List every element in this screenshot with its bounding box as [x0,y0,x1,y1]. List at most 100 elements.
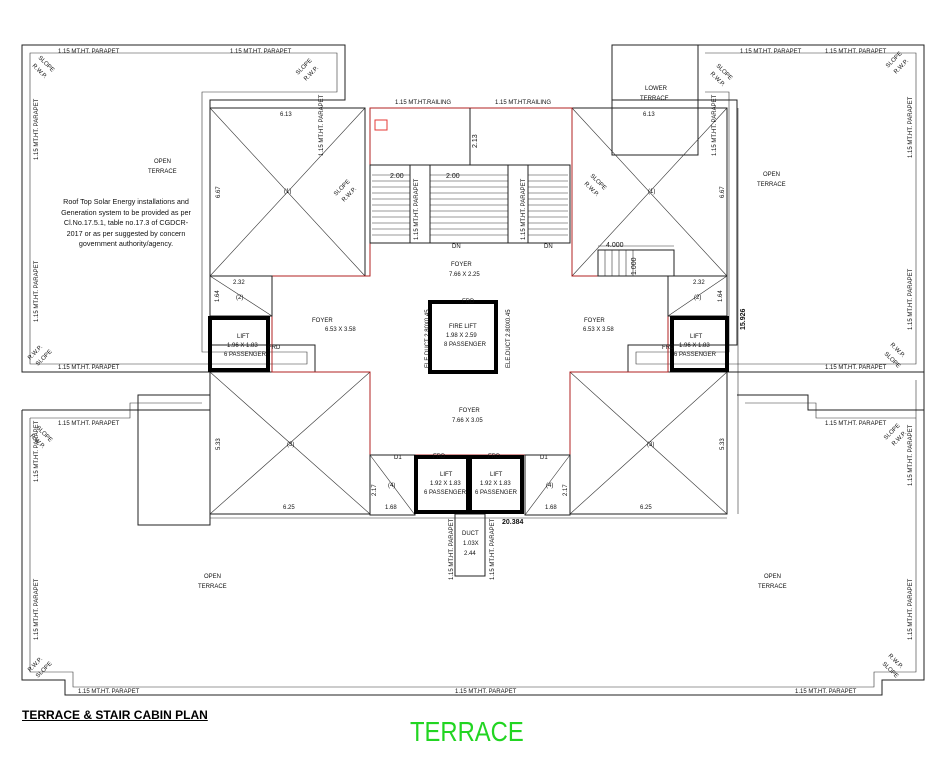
parapet-label: 1.15 MT.HT. PARAPET [34,420,40,482]
svg-text:2.44: 2.44 [464,551,476,557]
svg-text:(4): (4) [388,483,395,489]
svg-text:1.96 X 1.83: 1.96 X 1.83 [227,343,258,349]
svg-text:1.96 X 1.83: 1.96 X 1.83 [679,343,710,349]
parapet-label: 1.15 MT.HT. PARAPET [712,94,718,156]
svg-text:FIRE LIFT: FIRE LIFT [449,324,477,330]
dimension-texts: 6.13 6.13 6.67 6.67 2.32 2.32 1.64 1.64 … [215,112,747,526]
svg-text:6.67: 6.67 [216,186,222,198]
railing-label: 1.15 MT.HT.RAILING [395,100,451,106]
svg-text:LOWER: LOWER [645,86,668,92]
svg-text:FOYER: FOYER [459,408,480,414]
parapet-label: 1.15 MT.HT. PARAPET [908,268,914,330]
svg-text:1.92 X 1.83: 1.92 X 1.83 [430,481,461,487]
svg-text:OPEN: OPEN [763,172,780,178]
railing-label: 1.15 MT.HT.RAILING [495,100,551,106]
svg-text:6 PASSENGER: 6 PASSENGER [674,352,717,358]
svg-text:DN: DN [452,244,461,250]
svg-text:D1: D1 [540,455,548,461]
svg-text:6.25: 6.25 [283,505,295,511]
parapet-label: 1.15 MT.HT. PARAPET [230,49,292,55]
svg-text:DN: DN [544,244,553,250]
parapet-label: 1.15 MT.HT. PARAPET [825,421,887,427]
parapet-labels: 1.15 MT.HT. PARAPET 1.15 MT.HT. PARAPET … [34,49,914,695]
svg-text:FOYER: FOYER [451,262,472,268]
svg-text:20.384: 20.384 [502,519,524,526]
svg-text:1.03X: 1.03X [463,541,479,547]
parapet-label: 1.15 MT.HT. PARAPET [34,260,40,322]
svg-text:(2): (2) [694,295,701,301]
svg-text:6.13: 6.13 [643,112,655,118]
parapet-label: 1.15 MT.HT. PARAPET [78,689,140,695]
open-terrace-labels: OPEN TERRACE OPEN TERRACE OPEN TERRACE O… [148,86,787,590]
svg-text:FOYER: FOYER [584,318,605,324]
svg-text:1.68: 1.68 [545,505,557,511]
svg-text:(1): (1) [648,189,655,195]
svg-text:LIFT: LIFT [440,472,453,478]
parapet-label: 1.15 MT.HT. PARAPET [449,518,455,580]
svg-text:TERRACE: TERRACE [757,182,786,188]
svg-text:ELE.DUCT 2.80X0.45: ELE.DUCT 2.80X0.45 [506,309,512,368]
parapet-label: 1.15 MT.HT. PARAPET [740,49,802,55]
svg-text:1.98 X 2.59: 1.98 X 2.59 [446,333,477,339]
svg-text:6.53 X 3.58: 6.53 X 3.58 [325,327,356,333]
svg-text:OPEN: OPEN [154,159,171,165]
svg-text:TERRACE: TERRACE [198,584,227,590]
parapet-label: 1.15 MT.HT. PARAPET [34,98,40,160]
svg-text:1.64: 1.64 [215,290,221,302]
svg-text:2.00: 2.00 [390,173,404,180]
parapet-label: 1.15 MT.HT. PARAPET [825,365,887,371]
parapet-label: 1.15 MT.HT. PARAPET [908,424,914,486]
svg-text:OPEN: OPEN [204,574,221,580]
svg-text:1.68: 1.68 [385,505,397,511]
svg-text:8 PASSENGER: 8 PASSENGER [444,342,487,348]
svg-text:6.53 X 3.58: 6.53 X 3.58 [583,327,614,333]
svg-text:1.64: 1.64 [718,290,724,302]
svg-text:(3): (3) [287,442,294,448]
outer-parapet-outline [21,44,925,696]
svg-text:LIFT: LIFT [237,334,250,340]
svg-text:OPEN: OPEN [764,574,781,580]
parapet-label: 1.15 MT.HT. PARAPET [319,94,325,156]
railing-label: 1.15 MT.HT. PARAPET [414,178,420,240]
svg-text:FRD: FRD [488,454,501,460]
svg-text:6 PASSENGER: 6 PASSENGER [224,352,267,358]
parapet-label: 1.15 MT.HT. PARAPET [34,578,40,640]
svg-text:2.32: 2.32 [233,280,245,286]
railing-label: 1.15 MT.HT. PARAPET [521,178,527,240]
svg-text:TERRACE: TERRACE [758,584,787,590]
svg-text:2.17: 2.17 [563,484,569,496]
svg-text:6.25: 6.25 [640,505,652,511]
drawing-title: TERRACE & STAIR CABIN PLAN [22,708,208,722]
svg-text:ELE.DUCT 2.80X0.45: ELE.DUCT 2.80X0.45 [425,309,431,368]
svg-text:5.33: 5.33 [216,438,222,450]
svg-text:2.00: 2.00 [446,173,460,180]
svg-text:2.32: 2.32 [693,280,705,286]
svg-text:LIFT: LIFT [690,334,703,340]
svg-text:15.926: 15.926 [740,308,747,330]
svg-text:(4): (4) [546,483,553,489]
svg-text:2.17: 2.17 [372,484,378,496]
svg-text:6.67: 6.67 [720,186,726,198]
parapet-label: 1.15 MT.HT. PARAPET [908,96,914,158]
svg-text:1.92 X 1.83: 1.92 X 1.83 [480,481,511,487]
svg-text:FOYER: FOYER [312,318,333,324]
parapet-label: 1.15 MT.HT. PARAPET [58,421,120,427]
svg-text:4.000: 4.000 [606,242,624,249]
parapet-label: 1.15 MT.HT. PARAPET [58,365,120,371]
svg-text:1.000: 1.000 [631,257,638,275]
parapet-label: 1.15 MT.HT. PARAPET [825,49,887,55]
building-core [209,44,728,577]
svg-text:7.66 X 2.25: 7.66 X 2.25 [449,272,480,278]
svg-text:FRD: FRD [462,299,475,305]
svg-text:2.13: 2.13 [472,134,479,148]
svg-text:TERRACE: TERRACE [640,96,669,102]
solar-energy-note: Roof Top Solar Energy installations and … [61,197,191,248]
svg-text:FRD: FRD [433,454,446,460]
svg-text:(2): (2) [236,295,243,301]
svg-text:D1: D1 [394,455,402,461]
svg-text:(1): (1) [284,189,291,195]
sheet-label: TERRACE [410,716,524,747]
parapet-label: 1.15 MT.HT. PARAPET [58,49,120,55]
parapet-label: 1.15 MT.HT. PARAPET [490,518,496,580]
